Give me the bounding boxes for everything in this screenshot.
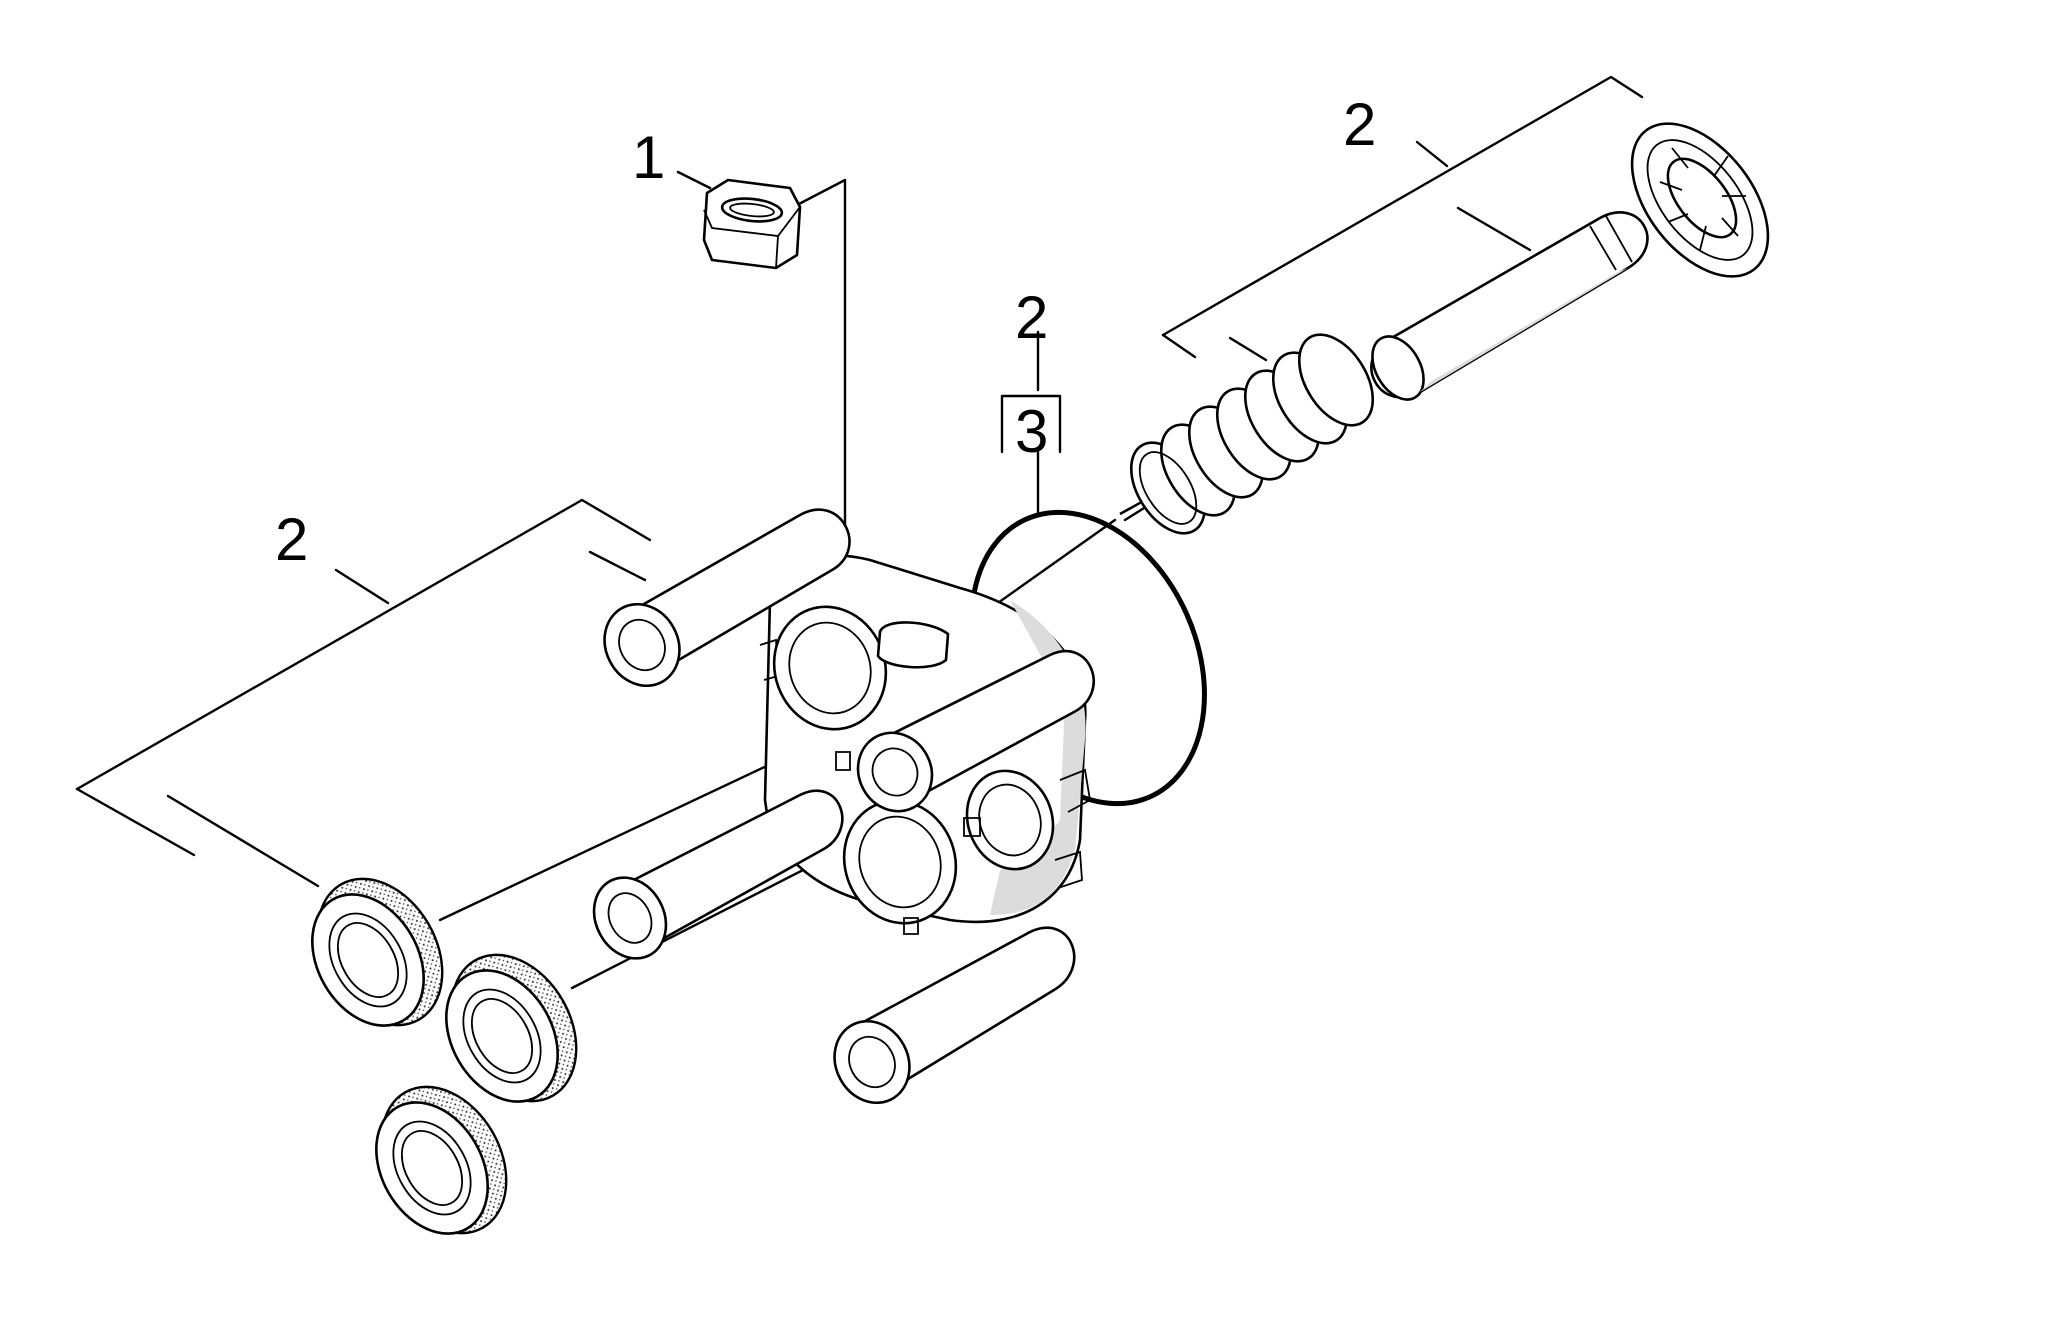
tube-center <box>856 649 1095 813</box>
seal-ring-2 <box>445 953 578 1103</box>
tube-top-left <box>603 508 851 688</box>
hex-nut-part <box>702 178 802 270</box>
seal-ring-3 <box>375 1085 508 1235</box>
callout-1: 1 <box>632 124 665 191</box>
tube-lower-left <box>592 789 844 960</box>
seal-ring-1 <box>311 877 444 1027</box>
valve-cage-part <box>1630 122 1770 278</box>
valve-pin-part <box>1370 211 1649 401</box>
spring-part <box>1119 333 1375 535</box>
callout-3: 3 <box>1015 398 1048 465</box>
tube-bottom <box>833 926 1076 1105</box>
callout-2-left-group: 2 <box>275 506 308 573</box>
callout-2-right-group: 2 <box>1343 91 1376 158</box>
callout-2-oring: 2 <box>1015 284 1048 351</box>
callout-3-box: 3 <box>1000 394 1062 465</box>
